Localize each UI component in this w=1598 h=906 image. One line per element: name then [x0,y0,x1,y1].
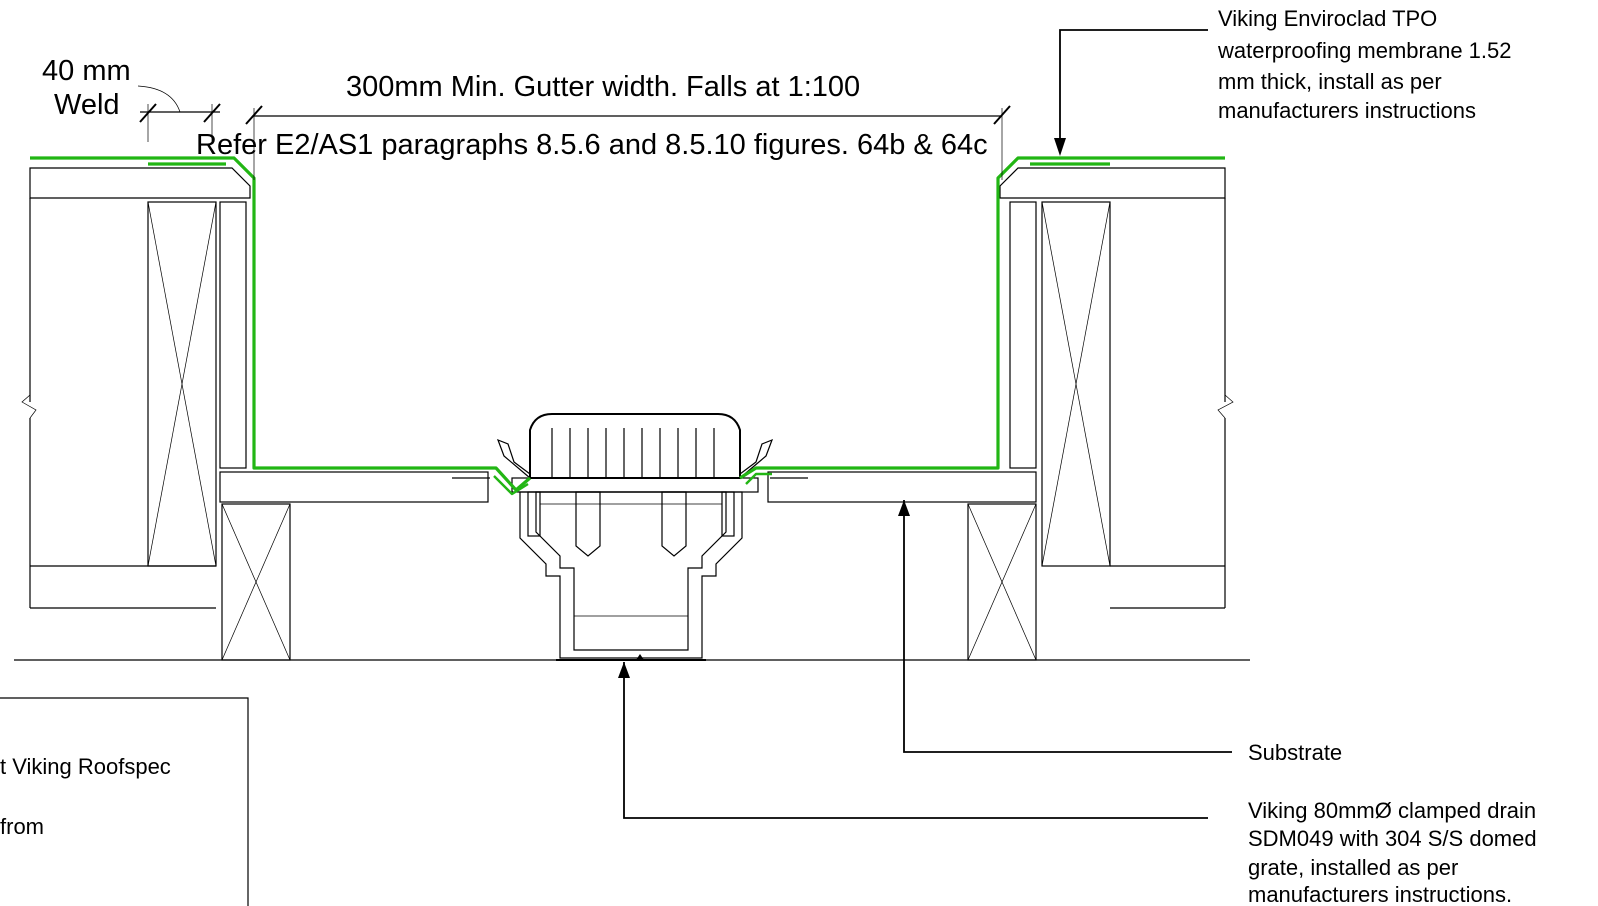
weld-dimension [137,85,221,142]
right-lining-board [1009,201,1037,469]
membrane-drain-lap-right [745,472,772,485]
drain-callout-line: manufacturers instructions. [1248,882,1512,906]
gutter-substrate [219,471,1037,503]
reference-label: Refer E2/AS1 paragraphs 8.5.6 and 8.5.10… [196,129,988,161]
tpo-membrane [30,156,1225,496]
left-roof-deck [29,167,251,199]
drain-dome-grate [529,413,741,479]
drain-flange [511,477,759,493]
drain-callout-line: Viking 80mmØ clamped drain [1248,798,1536,823]
clamped-drain [496,413,774,661]
gutter-width-label: 300mm Min. Gutter width. Falls at 1:100 [346,71,860,103]
grate-bars [551,428,715,478]
membrane-callout: Viking Enviroclad TPO waterproofing memb… [1217,6,1518,123]
notes-line: t Viking Roofspec [0,754,171,779]
membrane-leader-arrow [1054,138,1066,156]
notes-box [0,697,249,906]
drain-callout-line: grate, installed as per [1248,855,1458,880]
substrate-board-left [219,471,489,503]
membrane-callout-line: waterproofing membrane 1.52 [1217,38,1512,63]
drain-clamp-ear-left [496,438,531,479]
drain-callout: Viking 80mmØ clamped drain SDM049 with 3… [1248,798,1543,906]
membrane-callout-line: Viking Enviroclad TPO [1218,6,1437,31]
substrate-callout: Substrate [1248,740,1342,765]
drain-callout-line: SDM049 with 304 S/S domed [1248,826,1537,851]
notes-line: from [0,814,44,839]
right-roof-deck [999,167,1226,199]
drain-leader [623,662,1208,819]
left-wall-assembly [21,167,291,661]
drain-body [519,491,743,659]
membrane-callout-line: mm thick, install as per [1218,69,1442,94]
drain-bolt-right [721,491,735,537]
substrate-leader-arrow [898,500,910,516]
left-break-symbol [21,394,37,419]
substrate-board-right [767,471,1037,503]
gutter-width-dimension [245,105,1011,180]
drain-lug-right [661,491,687,557]
right-break-symbol [1217,394,1234,419]
membrane-main [30,156,532,492]
drain-body-inner [535,491,727,651]
membrane-leader [1059,29,1208,150]
right-wall-assembly [967,167,1234,661]
right-wall-stud [1041,201,1111,567]
membrane-drain-lap-left [493,475,529,496]
drain-outlet-marker [636,654,644,660]
drain-clamp-ear-right [739,438,774,479]
drain-lug-left [575,491,601,557]
drain-leader-arrow [618,662,630,678]
left-lining-board [219,201,247,469]
membrane-main-right [739,156,1225,480]
drain-bolt-left [527,491,541,537]
substrate-leader [903,500,1232,753]
weld-label-arc [137,85,181,113]
membrane-callout-line: manufacturers instructions [1218,98,1476,123]
weld-size-label: 40 mm [42,55,131,87]
weld-label: Weld [54,89,120,121]
